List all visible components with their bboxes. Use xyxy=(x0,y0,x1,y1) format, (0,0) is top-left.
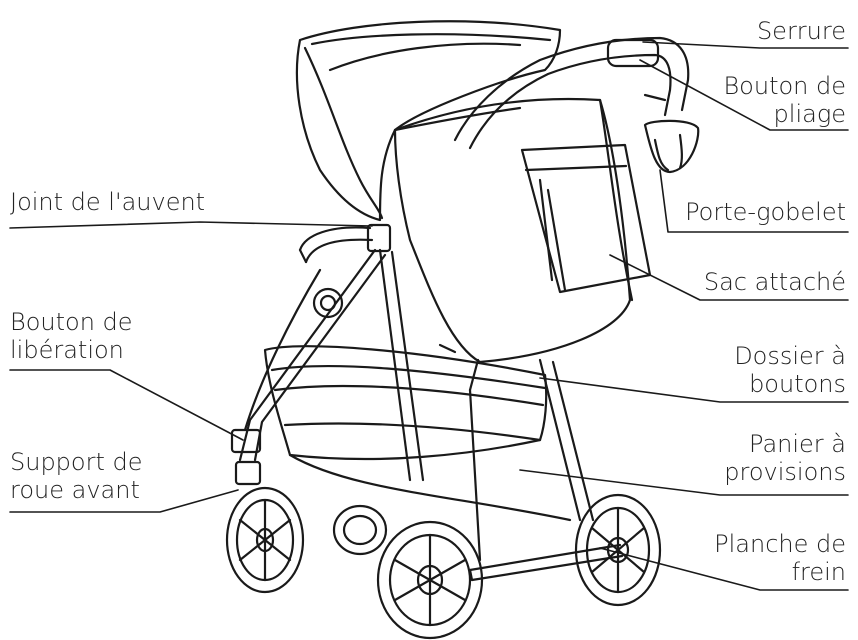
label-porte-gobelet: Porte-gobelet xyxy=(685,198,846,226)
handle-bar xyxy=(455,38,688,148)
label-serrure-line1: Serrure xyxy=(757,17,846,45)
label-planche-frein-line1: Planche de xyxy=(714,530,846,558)
canopy-joint xyxy=(300,225,390,262)
label-panier-provisions-line2: provisions xyxy=(724,458,846,486)
label-panier-provisions: Panier à provisions xyxy=(724,430,846,486)
brake-bar xyxy=(470,545,622,580)
cup-holder xyxy=(645,121,698,172)
rear-wheel-left xyxy=(378,522,482,638)
label-bouton-liberation-line1: Bouton de xyxy=(10,308,133,336)
label-panier-provisions-line1: Panier à xyxy=(724,430,846,458)
front-wheel-right xyxy=(334,506,386,554)
attached-bag xyxy=(522,145,650,292)
rear-frame xyxy=(470,360,593,560)
label-bouton-pliage-line2: pliage xyxy=(723,100,846,128)
label-support-roue-line1: Support de xyxy=(10,448,143,476)
label-bouton-liberation: Bouton de libération xyxy=(10,308,133,364)
label-joint-auvent: Joint de l'auvent xyxy=(10,188,205,216)
label-planche-frein-line2: frein xyxy=(714,558,846,586)
label-sac-attache-line1: Sac attaché xyxy=(704,268,846,296)
label-support-roue: Support de roue avant xyxy=(10,448,143,504)
label-bouton-pliage: Bouton de pliage xyxy=(723,72,846,128)
label-dossier-boutons-line1: Dossier à xyxy=(734,342,846,370)
front-wheel-left xyxy=(227,488,303,592)
label-dossier-boutons: Dossier à boutons xyxy=(734,342,846,398)
label-joint-auvent-line1: Joint de l'auvent xyxy=(10,188,205,216)
leader-bouton-liberation xyxy=(10,370,243,440)
leader-joint-auvent xyxy=(10,222,372,228)
seat-body xyxy=(395,99,632,390)
label-bouton-liberation-line2: libération xyxy=(10,336,133,364)
label-support-roue-line2: roue avant xyxy=(10,476,143,504)
label-porte-gobelet-line1: Porte-gobelet xyxy=(685,198,846,226)
label-dossier-boutons-line2: boutons xyxy=(734,370,846,398)
canopy xyxy=(297,21,560,220)
label-serrure: Serrure xyxy=(757,17,846,45)
label-planche-frein: Planche de frein xyxy=(714,530,846,586)
label-sac-attache: Sac attaché xyxy=(704,268,846,296)
label-bouton-pliage-line1: Bouton de xyxy=(723,72,846,100)
